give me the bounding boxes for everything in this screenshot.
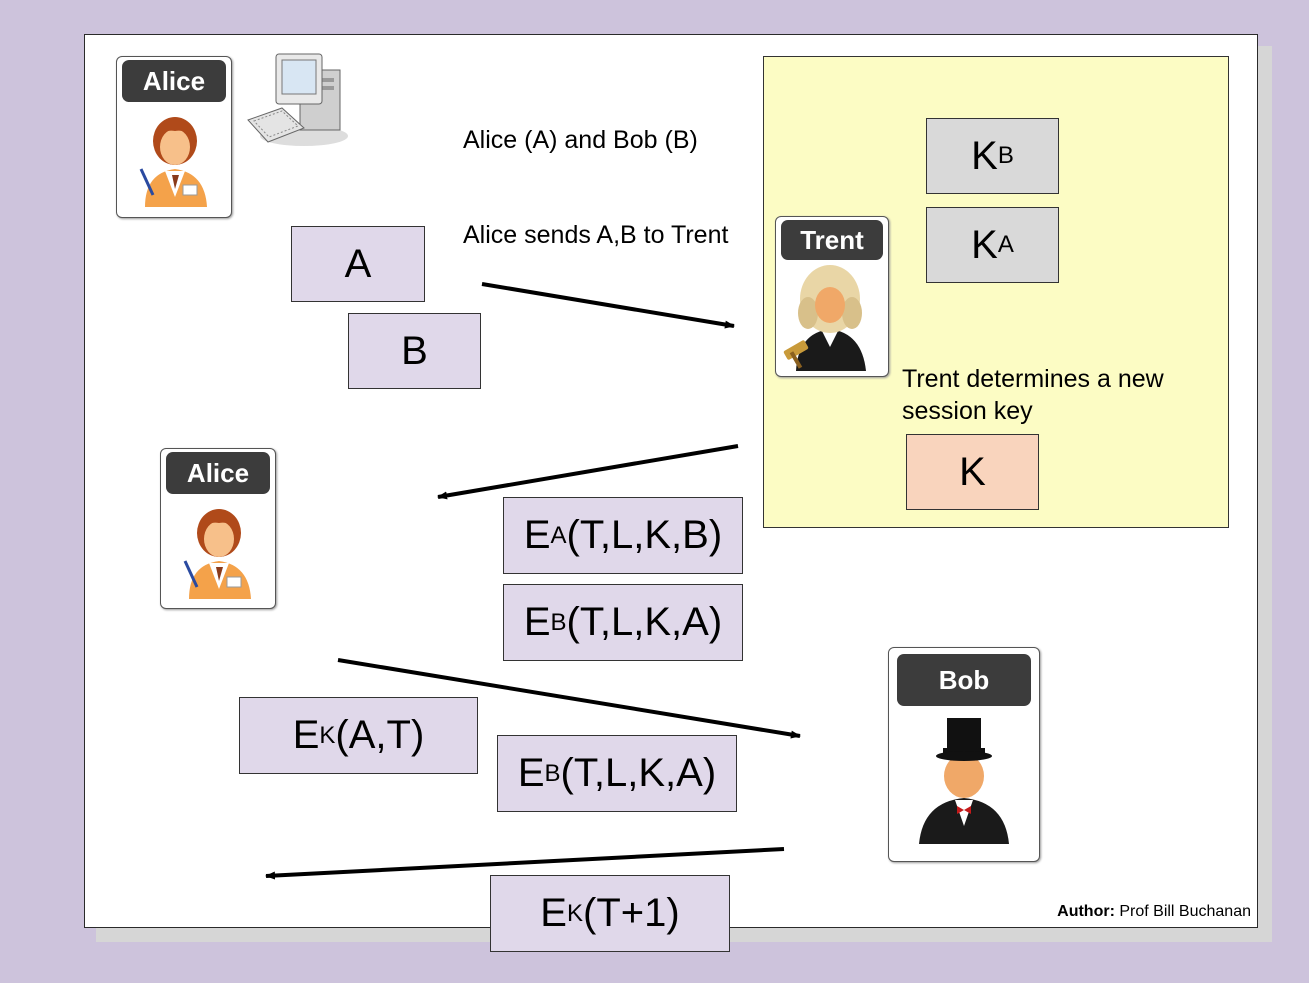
kb-sub: B (997, 142, 1014, 169)
ka-sub: A (997, 231, 1014, 258)
ek2-sub: K (566, 899, 583, 927)
alice-label-mid: Alice (166, 452, 270, 494)
arrow-trent-to-alice (437, 444, 739, 500)
eb2-sub: B (544, 759, 561, 787)
intro-text: Alice (A) and Bob (B) (463, 126, 698, 154)
eb1-args: (T,L,K,A) (566, 600, 723, 644)
ek2-args: (T+1) (583, 891, 680, 935)
eb2-args: (T,L,K,A) (560, 751, 717, 795)
ea-args: (T,L,K,B) (566, 513, 723, 557)
box-a: A (291, 226, 425, 302)
bob-tophat-icon (919, 718, 1009, 844)
author-credit: Author: Prof Bill Buchanan (1057, 903, 1251, 921)
alice-avatar-icon (183, 509, 251, 599)
eb1-sub: B (550, 608, 567, 636)
ea-main: E (523, 513, 551, 557)
step1-text: Alice sends A,B to Trent (463, 221, 729, 249)
ek1-args: (A,T) (335, 713, 425, 757)
trent-label: Trent (781, 220, 883, 260)
kb-main: K (971, 133, 998, 178)
trent-card: Trent (775, 216, 889, 377)
step2-text: Trent determines a new session key (902, 365, 1164, 425)
box-b: B (348, 313, 481, 389)
arrow-alice-to-bob (337, 658, 801, 739)
arrow-alice-to-trent (481, 282, 735, 329)
ek1-sub: K (319, 721, 336, 749)
ea-sub: A (550, 521, 567, 549)
bob-card: Bob (888, 647, 1040, 862)
author-name: Prof Bill Buchanan (1119, 903, 1251, 920)
eb1-main: E (523, 600, 551, 644)
trent-judge-icon (783, 265, 866, 371)
arrow-bob-to-alice (265, 847, 785, 880)
computer-icon (247, 53, 348, 146)
eb2-main: E (517, 751, 545, 795)
box-k: K (906, 434, 1039, 510)
alice-avatar-icon (139, 117, 207, 207)
ek1-main: E (292, 713, 320, 757)
ek2-main: E (540, 891, 567, 935)
ka-main: K (971, 222, 998, 267)
alice-card-mid: Alice (160, 448, 276, 609)
alice-card-top: Alice (116, 56, 232, 218)
bob-label: Bob (897, 654, 1031, 706)
author-label: Author: (1057, 903, 1115, 920)
alice-label: Alice (122, 60, 226, 102)
